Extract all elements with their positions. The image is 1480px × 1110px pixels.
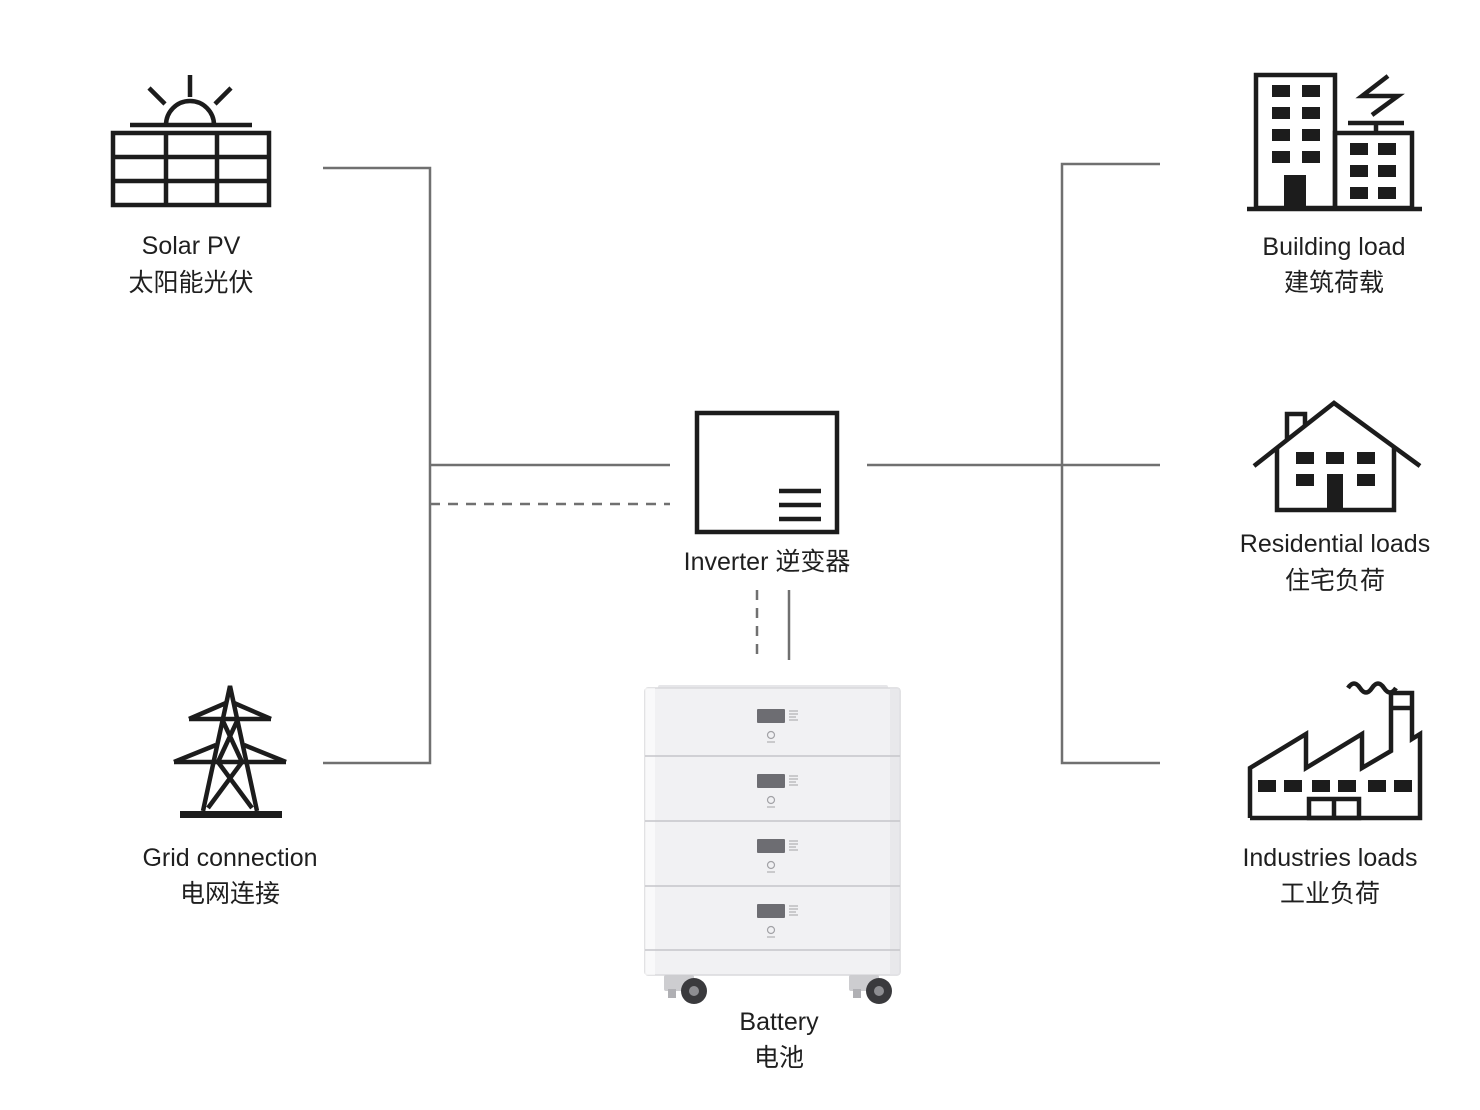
connector-solar-grid-bus [323, 166, 432, 765]
residential-loads-label-en: Residential loads [1240, 530, 1430, 558]
connector-loads-bus [1060, 162, 1160, 765]
inverter-label: Inverter 逆变器 [684, 548, 851, 576]
grid-label-zh: 电网连接 [180, 880, 280, 908]
battery-label-zh: 电池 [754, 1044, 804, 1072]
factory-icon [1247, 681, 1423, 821]
solar-pv-label-en: Solar PV [142, 232, 241, 260]
battery-stack-icon [644, 685, 901, 1004]
battery-label-en: Battery [739, 1008, 819, 1036]
battery-module [757, 904, 798, 938]
building-load-label-en: Building load [1262, 233, 1405, 261]
inverter-icon [694, 410, 840, 535]
solar-panel-icon [110, 75, 272, 208]
house-icon [1252, 400, 1422, 513]
grid-label-en: Grid connection [142, 844, 317, 872]
building-icon [1247, 72, 1422, 212]
battery-wheel-right [849, 975, 892, 1004]
building-load-label-zh: 建筑荷载 [1284, 269, 1384, 297]
industries-loads-label-en: Industries loads [1242, 844, 1417, 872]
transmission-tower-icon [173, 685, 287, 818]
connectors [323, 162, 1160, 765]
solar-pv-label-zh: 太阳能光伏 [128, 269, 253, 297]
battery-module [757, 839, 798, 873]
residential-loads-label-zh: 住宅负荷 [1285, 567, 1385, 595]
battery-module [757, 774, 798, 808]
industries-loads-label-zh: 工业负荷 [1280, 880, 1380, 908]
battery-wheel-left [664, 975, 707, 1004]
battery-module [757, 709, 798, 743]
